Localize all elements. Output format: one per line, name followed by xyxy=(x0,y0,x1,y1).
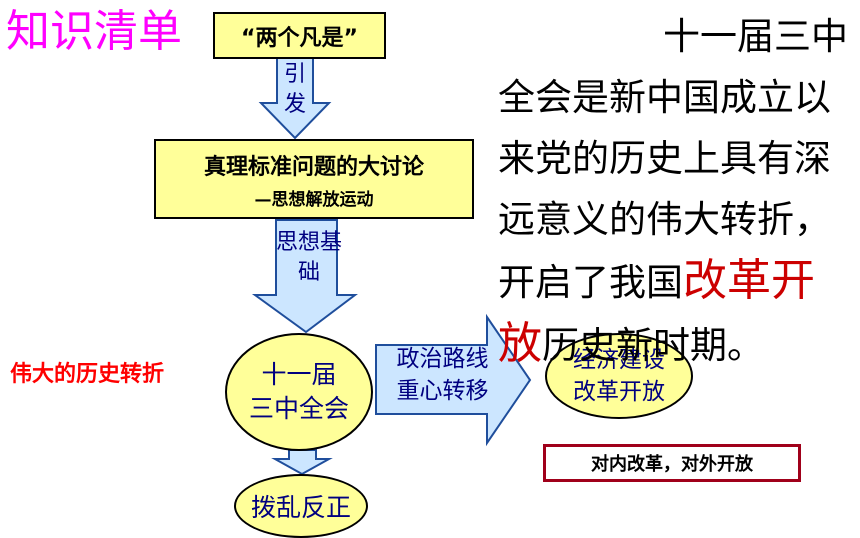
yinfa-label: 引发 xyxy=(283,62,306,117)
zhengzhi-line2: 重心转移 xyxy=(396,378,489,404)
arrow-bluan xyxy=(271,449,333,476)
economic-construction-ellipse: 经济建设 改革开放 xyxy=(545,333,693,419)
summary-line5-highlight: 改革开 xyxy=(683,255,815,306)
two-whatevers-label: “两个凡是” xyxy=(241,25,358,51)
summary-line6: 放历史新时期。 xyxy=(498,313,848,376)
summary-line3: 来党的历史上具有深 xyxy=(498,137,831,180)
historic-turning-label: 伟大的历史转折 xyxy=(10,362,165,387)
plenum-line2: 三中全会 xyxy=(248,394,349,423)
sixiang-label: 思想基础 xyxy=(276,230,343,285)
econ-line2: 改革开放 xyxy=(573,379,665,405)
summary-line6-highlight: 放 xyxy=(498,318,542,369)
summary-line1: 十一届三中 xyxy=(663,15,848,58)
summary-line4: 远意义的伟大转折， xyxy=(498,198,831,241)
two-whatevers-box: “两个凡是” xyxy=(213,12,386,59)
bluan-label: 拨乱反正 xyxy=(250,493,351,522)
summary-line5-prefix: 开启了我国 xyxy=(498,261,683,304)
truth-criterion-line2: —思想解放运动 xyxy=(254,189,374,210)
page-title: 知识清单 xyxy=(6,6,182,57)
summary-line6-suffix: 历史新时期。 xyxy=(542,324,764,367)
reform-opening-box: 对内改革，对外开放 xyxy=(543,444,801,482)
econ-line1: 经济建设 xyxy=(573,347,665,373)
arrow-sixiang xyxy=(251,219,358,334)
arrow-zhengzhi xyxy=(375,313,532,447)
truth-criterion-line1: 真理标准问题的大讨论 xyxy=(203,154,424,180)
summary-line2: 全会是新中国成立以 xyxy=(498,76,831,119)
summary-line5: 开启了我国改革开 xyxy=(498,250,848,313)
third-plenum-ellipse: 十一届 三中全会 xyxy=(225,333,373,451)
arrow-yinfa xyxy=(258,57,332,140)
truth-criterion-box: 真理标准问题的大讨论 —思想解放运动 xyxy=(154,139,474,219)
bluan-fanzheng-ellipse: 拨乱反正 xyxy=(234,474,368,538)
plenum-line1: 十一届 xyxy=(261,360,337,389)
summary-paragraph: 十一届三中 全会是新中国成立以 来党的历史上具有深 远意义的伟大转折， 开启了我… xyxy=(498,6,848,376)
zhengzhi-label: 政治路线 重心转移 xyxy=(380,343,505,407)
zhengzhi-line1: 政治路线 xyxy=(396,346,489,372)
